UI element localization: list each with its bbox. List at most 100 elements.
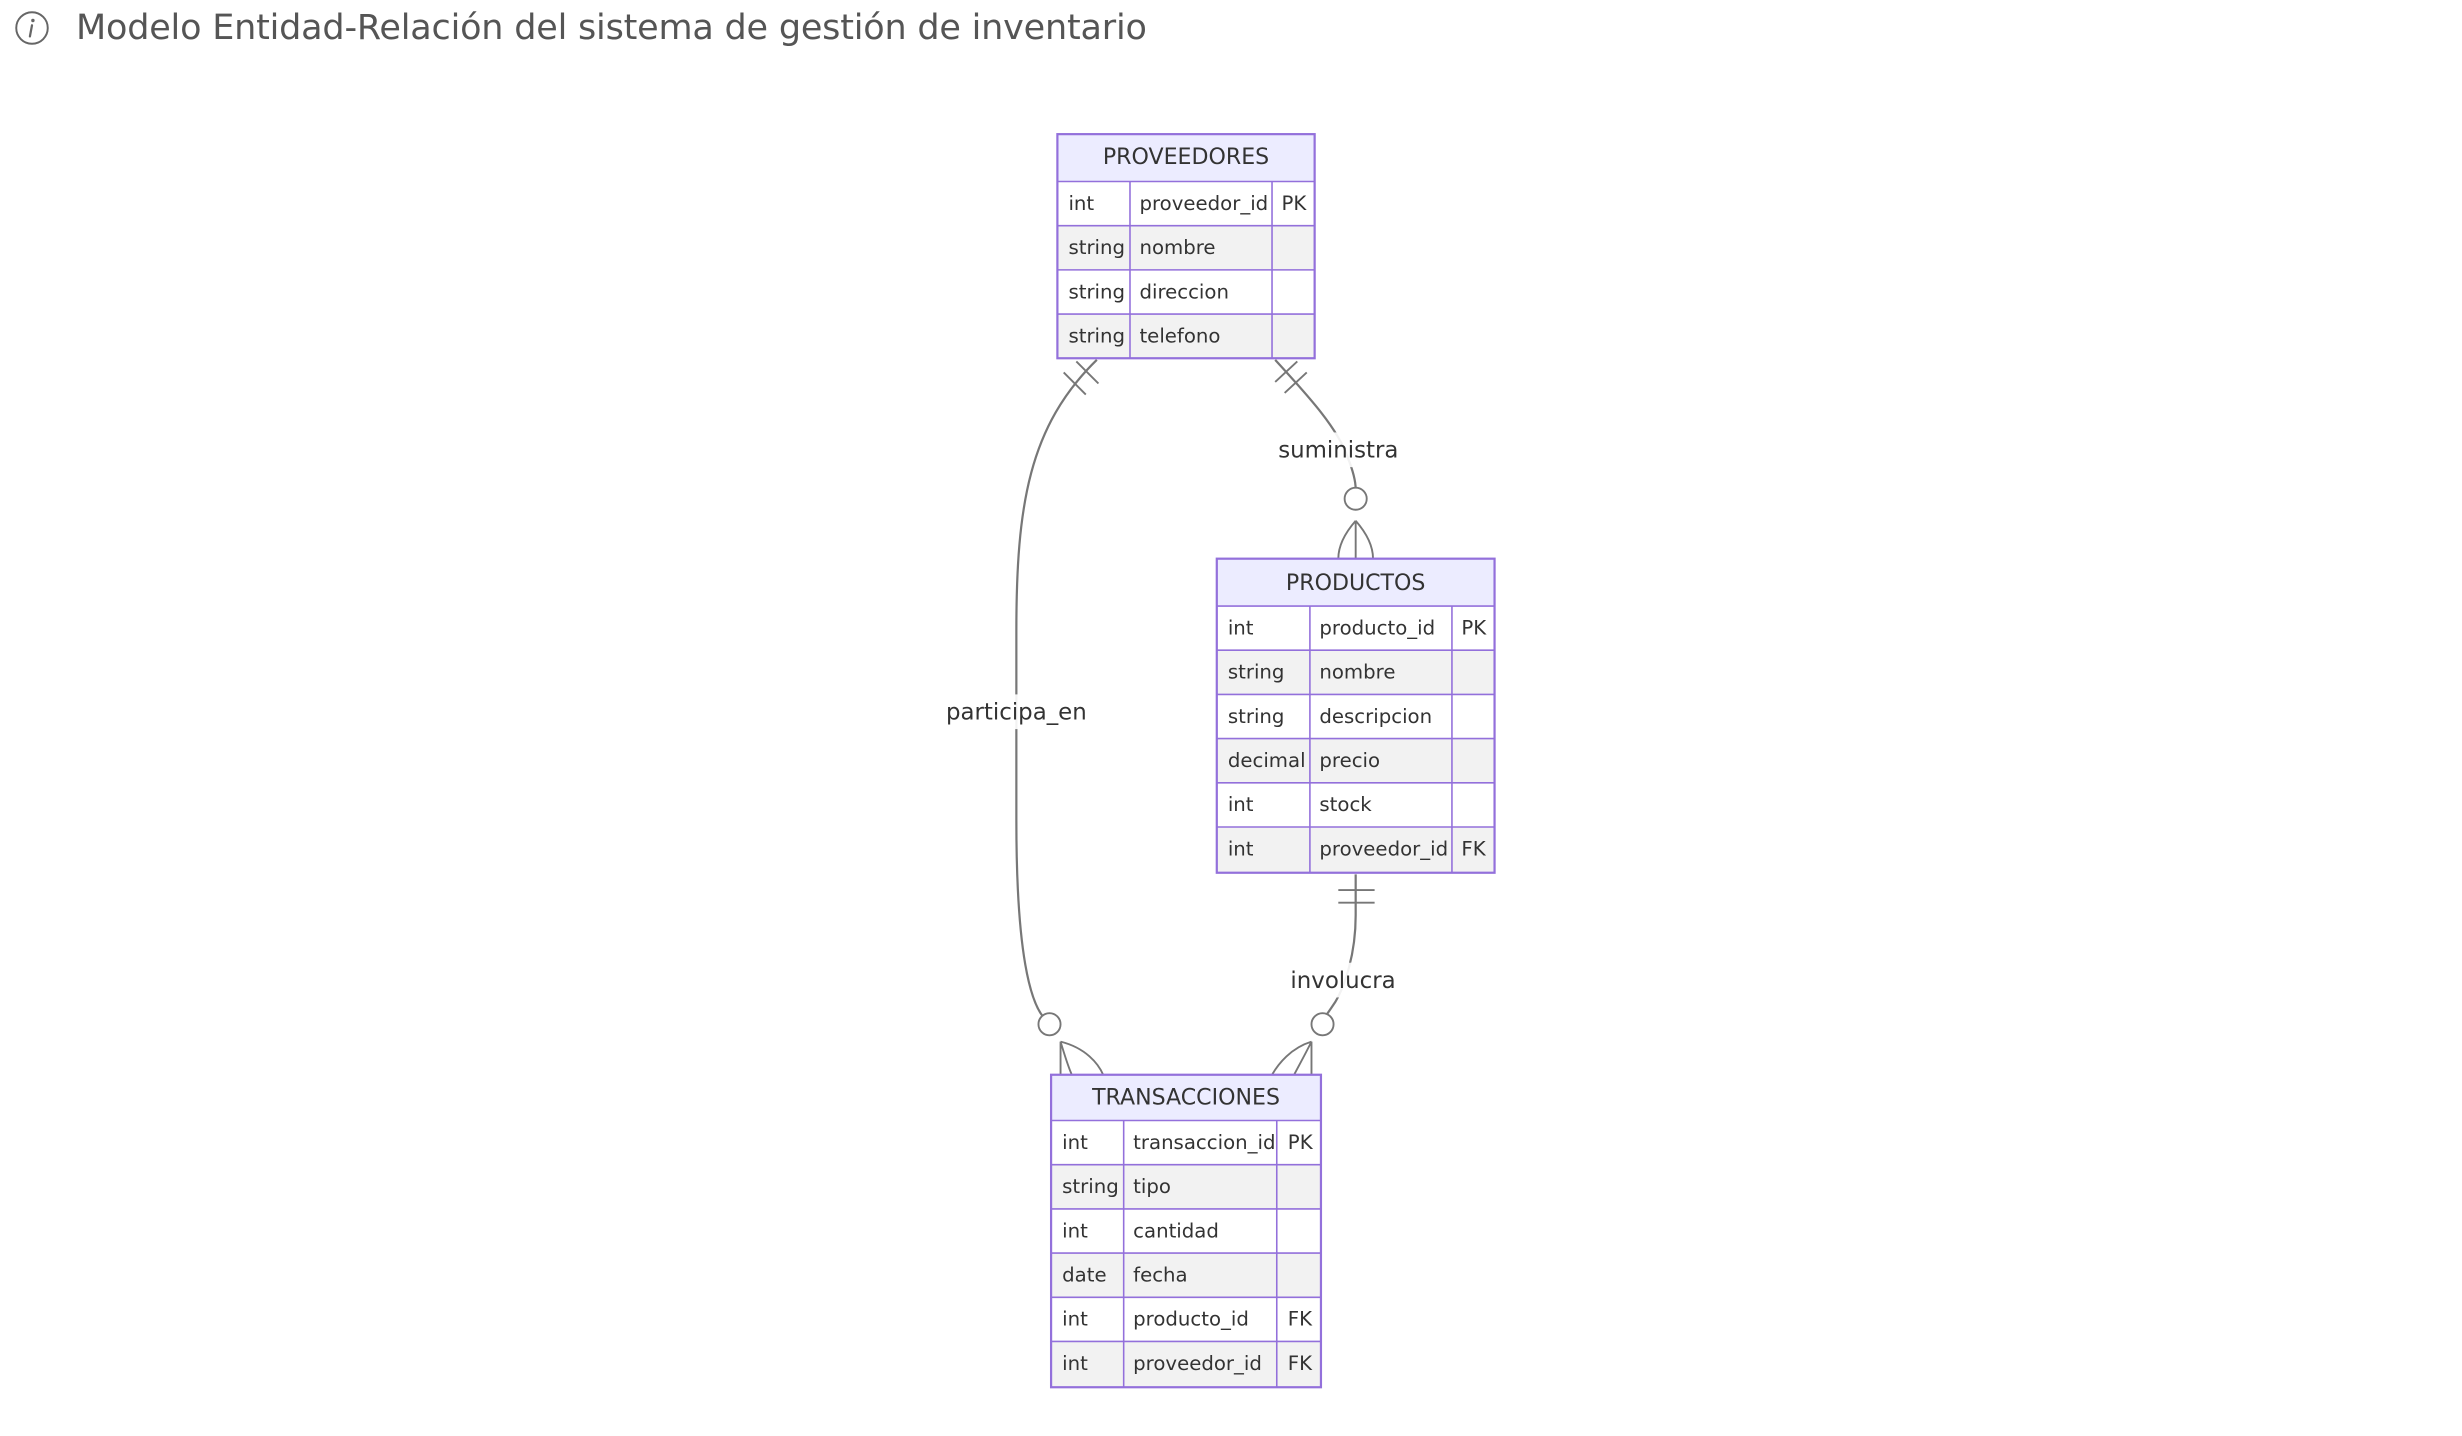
attribute-row: string telefono (1068, 324, 1220, 347)
attribute-row: int proveedor_id FK (1228, 837, 1487, 860)
entity-title: PRODUCTOS (1286, 570, 1426, 596)
attribute-name: producto_id (1133, 1308, 1249, 1331)
attribute-row: string nombre (1068, 236, 1215, 259)
relationship-label-bg (1281, 432, 1399, 468)
entity-header (1216, 558, 1495, 607)
attribute-name: proveedor_id (1319, 837, 1448, 860)
attribute-row-bg (1216, 738, 1495, 783)
relationship-label-participa-en: participa_en (946, 700, 1087, 726)
attribute-type: int (1062, 1219, 1088, 1242)
attribute-type: int (1068, 192, 1094, 215)
relationship-label-bg (943, 694, 1089, 730)
attribute-row: string tipo (1062, 1175, 1171, 1198)
attribute-type: string (1062, 1175, 1119, 1198)
attribute-row-bg (1051, 1253, 1321, 1298)
relationship-participa-en: participa_en (943, 359, 1105, 1076)
relationship-involucra: involucra (1271, 874, 1396, 1076)
relationship-label-bg (1290, 962, 1396, 998)
attribute-type: string (1068, 236, 1125, 259)
attribute-row-bg (1051, 1208, 1321, 1254)
attribute-type: int (1228, 837, 1254, 860)
cardinality-many-crowfoot (1271, 1040, 1313, 1076)
cardinality-one-bar (1063, 371, 1087, 396)
cardinality-zero-circle (1310, 1012, 1335, 1037)
entity-title: TRANSACCIONES (1091, 1085, 1280, 1111)
diagram-title: Modelo Entidad-Relación del sistema de g… (76, 8, 1147, 48)
cardinality-zero-circle (1343, 486, 1368, 511)
attribute-name: telefono (1139, 324, 1220, 347)
attribute-row: int cantidad (1062, 1219, 1219, 1242)
attribute-type: string (1068, 324, 1125, 347)
attribute-key: PK (1281, 192, 1307, 215)
info-circle-icon[interactable] (14, 10, 50, 46)
attribute-type: int (1062, 1352, 1088, 1375)
attribute-row-bg (1216, 606, 1495, 651)
entity-header (1051, 1074, 1321, 1121)
attribute-name: nombre (1139, 236, 1215, 259)
attribute-row-bg (1051, 1341, 1321, 1388)
attribute-name: descripcion (1319, 705, 1432, 728)
diagram-header: Modelo Entidad-Relación del sistema de g… (14, 6, 1147, 50)
relationship-label-suministra: suministra (1278, 438, 1398, 464)
attribute-type: string (1068, 280, 1125, 303)
entity-header (1057, 134, 1315, 182)
attribute-row-bg (1051, 1297, 1321, 1342)
attribute-name: transaccion_id (1133, 1131, 1275, 1154)
attribute-row-bg (1216, 782, 1495, 827)
attribute-name: cantidad (1133, 1219, 1219, 1242)
attribute-row: date fecha (1062, 1263, 1188, 1286)
attribute-row: string descripcion (1228, 705, 1432, 728)
attribute-row: int transaccion_id PK (1062, 1131, 1314, 1154)
attribute-key: FK (1288, 1352, 1313, 1375)
attribute-type: date (1062, 1263, 1106, 1286)
cardinality-one-bar (1075, 360, 1100, 385)
attribute-name: proveedor_id (1139, 192, 1268, 215)
attribute-type: string (1228, 705, 1285, 728)
entity-productos[interactable]: PRODUCTOS int producto_id PK string nomb… (1215, 557, 1496, 874)
attribute-row-bg (1216, 694, 1495, 739)
entity-border (1215, 557, 1496, 874)
relationship-label-involucra: involucra (1290, 968, 1395, 994)
attribute-type: decimal (1228, 749, 1306, 772)
entity-transacciones[interactable]: TRANSACCIONES int transaccion_id PK stri… (1049, 1073, 1323, 1389)
attribute-type: int (1228, 616, 1254, 639)
attribute-name: precio (1319, 749, 1380, 772)
entity-proveedores[interactable]: PROVEEDORES int proveedor_id PK string n… (1056, 133, 1316, 360)
attribute-name: fecha (1133, 1263, 1188, 1286)
attribute-row: int producto_id PK (1228, 616, 1487, 639)
attribute-row-bg (1216, 650, 1495, 695)
attribute-row: int stock (1228, 793, 1372, 816)
attribute-row: string nombre (1228, 661, 1396, 684)
attribute-name: stock (1319, 793, 1372, 816)
attribute-row: string direccion (1068, 280, 1229, 303)
attribute-row-bg (1051, 1120, 1321, 1165)
cardinality-one-bar (1274, 360, 1298, 383)
attribute-key: FK (1461, 837, 1486, 860)
attribute-key: FK (1288, 1308, 1313, 1331)
attribute-name: nombre (1319, 661, 1395, 684)
attribute-row: int producto_id FK (1062, 1308, 1313, 1331)
relationship-line-participa-en (1015, 359, 1098, 1024)
relationship-line-suministra (1274, 359, 1357, 490)
attribute-row: int proveedor_id PK (1068, 192, 1307, 215)
cardinality-zero-circle (1037, 1012, 1062, 1037)
cardinality-many-crowfoot (1059, 1040, 1105, 1076)
attribute-name: direccion (1139, 280, 1229, 303)
attribute-row-bg (1216, 826, 1495, 873)
attribute-name: proveedor_id (1133, 1352, 1262, 1375)
attribute-name: producto_id (1319, 616, 1435, 639)
attribute-row-bg (1051, 1164, 1321, 1209)
attribute-type: string (1228, 661, 1285, 684)
attribute-name: tipo (1133, 1175, 1171, 1198)
entity-title: PROVEEDORES (1103, 144, 1269, 170)
attribute-row: decimal precio (1228, 749, 1380, 772)
attribute-type: int (1228, 793, 1254, 816)
relationship-suministra: suministra (1274, 359, 1399, 559)
cardinality-many-crowfoot (1337, 520, 1374, 559)
attribute-type: int (1062, 1131, 1088, 1154)
attribute-type: int (1062, 1308, 1088, 1331)
cardinality-one-bar (1284, 371, 1308, 394)
attribute-key: PK (1288, 1131, 1314, 1154)
entity-border (1049, 1073, 1323, 1389)
